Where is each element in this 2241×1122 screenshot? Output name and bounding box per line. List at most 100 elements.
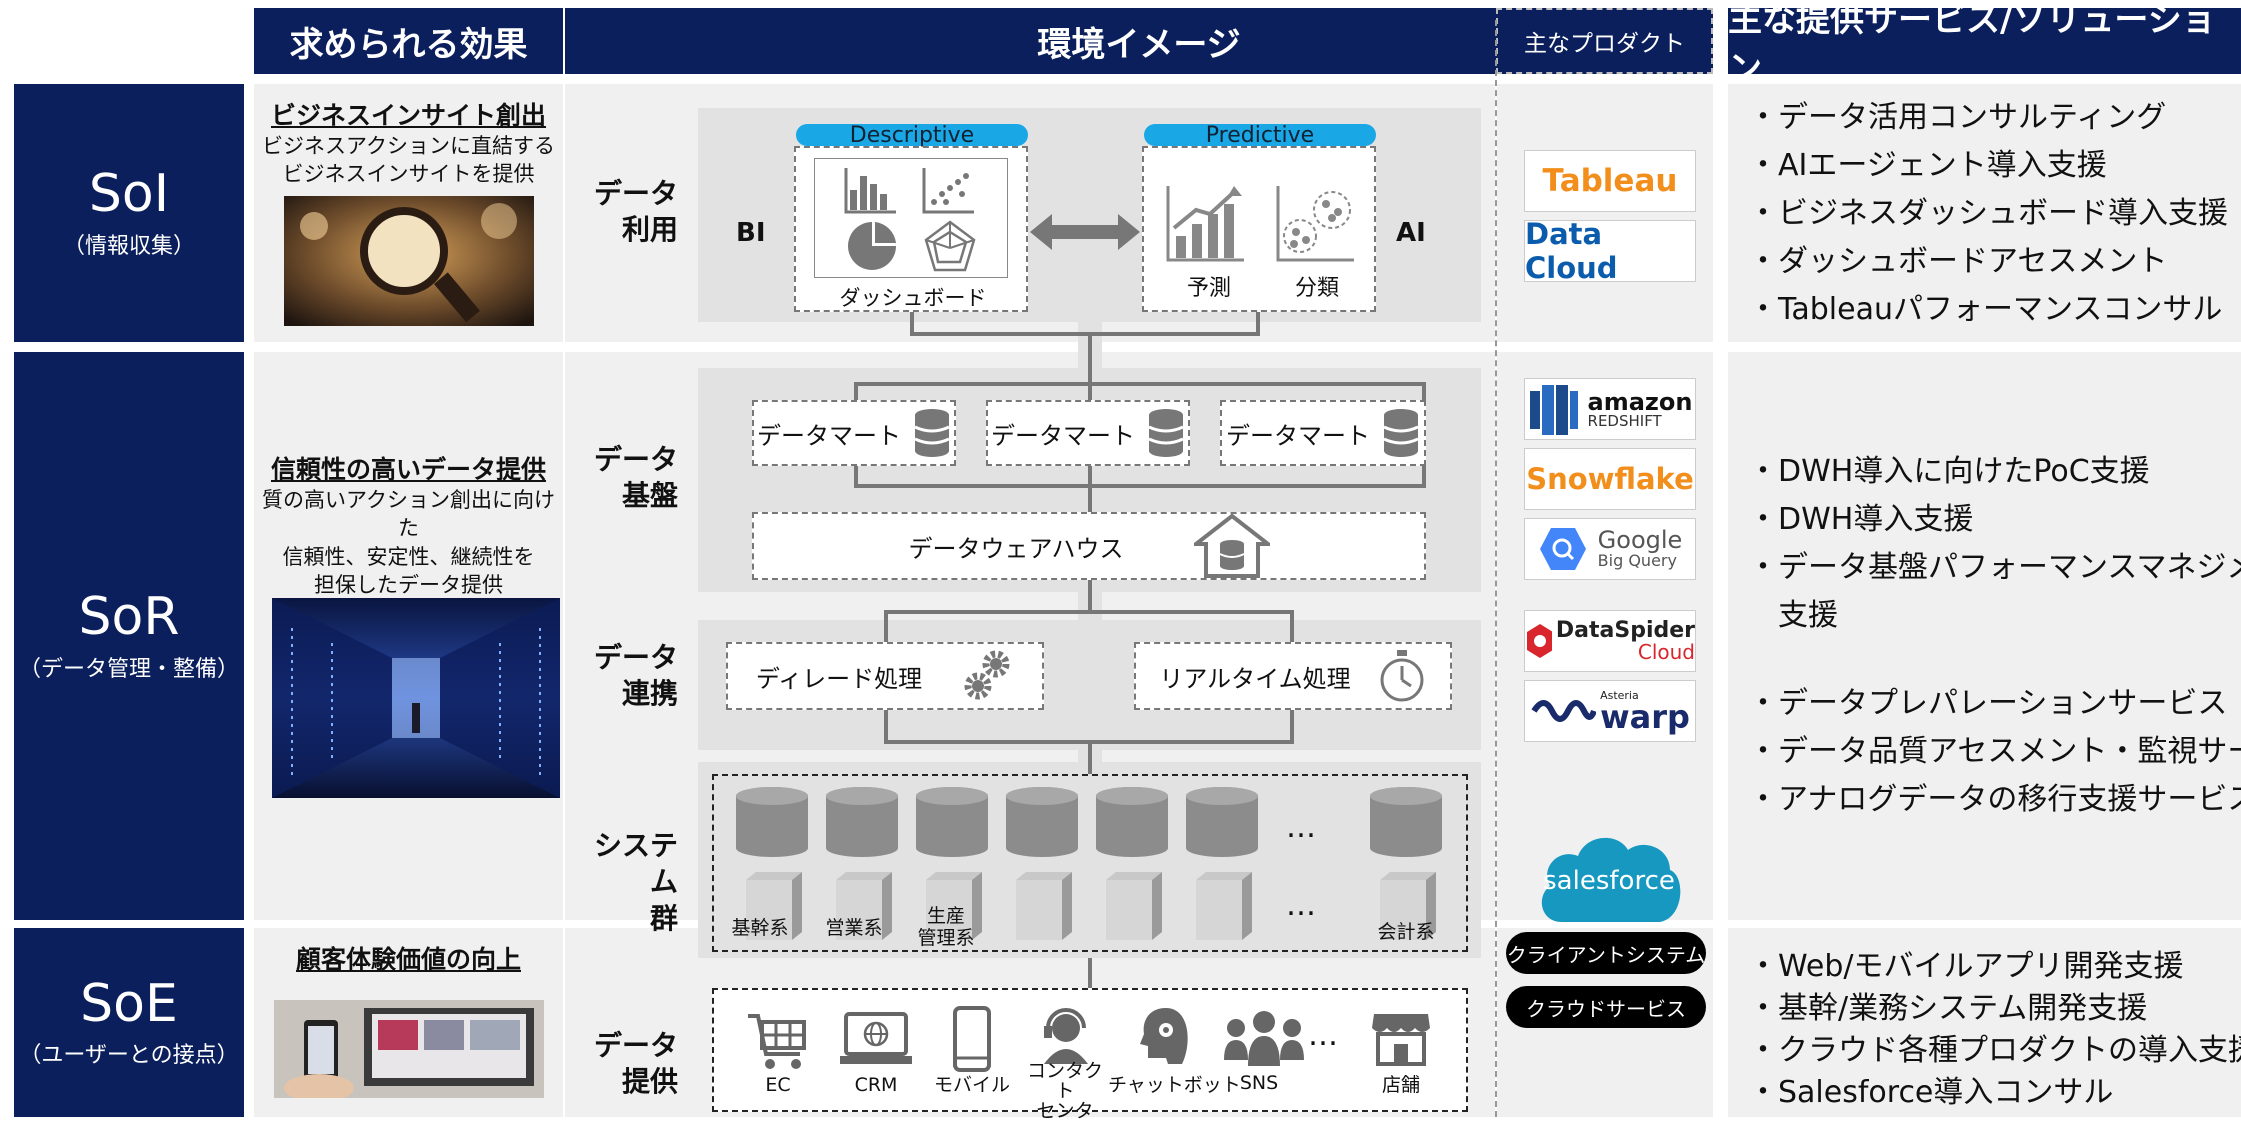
products-divider (1495, 20, 1497, 1117)
system-label-core: 基幹系 (731, 917, 789, 939)
services-header: 主な提供サービス/ソリューション (1728, 0, 2241, 89)
forecast-label: 予測 (1186, 276, 1231, 301)
system-label-accounting: 会計系 (1377, 921, 1435, 943)
dashboard-frame (814, 158, 1008, 278)
service-item: ・Tableauパフォーマンスコンサル (1748, 292, 2223, 327)
dataspider-icon (1527, 624, 1552, 658)
row-label-provision: データ 提供 (593, 1029, 678, 1099)
salesforce-logo: salesforce (1534, 826, 1684, 930)
datamart-1-label: データマート (757, 421, 901, 450)
environment-header-label: 環境イメージ (1037, 24, 1241, 65)
asteria-warp-logo: Asteria warp (1524, 680, 1696, 742)
systems-db-ellipsis: … (1286, 810, 1318, 845)
datamart-3-label: データマート (1226, 421, 1370, 450)
system-db-icon (736, 787, 808, 857)
descriptive-tag: Descriptive (796, 123, 1028, 148)
tier-soi-subtitle: （情報収集） (62, 233, 195, 259)
services-sor-list-a: ・DWH導入に向けたPoC支援 ・DWH導入支援 ・データ基盤パフォーマンスマネ… (1748, 448, 2241, 640)
predictive-tag: Predictive (1144, 123, 1376, 148)
salesforce-cloud-icon (1541, 837, 1681, 922)
client-system-pill: クライアントシステム (1506, 932, 1706, 974)
salesforce-text: salesforce (1543, 866, 1675, 896)
effect-sor-desc-3: 担保したデータ提供 (314, 573, 503, 598)
database-icon (914, 409, 950, 457)
provision-label-sns: SNS (1239, 1072, 1279, 1094)
services-header-label: 主な提供サービス/ソリューション (1728, 0, 2216, 89)
database-icon (1383, 409, 1419, 457)
effect-soe-title: 顧客体験価値の向上 (295, 945, 521, 974)
service-item: ・Web/モバイルアプリ開発支援 (1748, 949, 2184, 984)
server-cube-icon (836, 872, 892, 940)
warp-text: warp (1600, 697, 1690, 736)
dataspider-text: DataSpider (1555, 618, 1695, 643)
classification-icon (1276, 186, 1354, 262)
datamart-2-label: データマート (991, 421, 1135, 450)
tier-soe-title: SoE (80, 973, 178, 1034)
bigquery-icon (1539, 528, 1586, 570)
services-soi-list: ・データ活用コンサルティング ・AIエージェント導入支援 ・ビジネスダッシュボー… (1748, 94, 2241, 334)
service-item: 支援 (1748, 598, 1838, 633)
radar-chart-icon (924, 220, 976, 272)
datacloud-logo: Data Cloud (1524, 217, 1696, 285)
service-item: ・データプレパレーションサービス (1748, 686, 2228, 721)
row-label-integration: データ 連携 (593, 641, 678, 711)
tier-sor: SoR （データ管理・整備） (14, 352, 244, 920)
datamart-2: データマート (986, 400, 1190, 466)
provision-label-mobile: モバイル (933, 1074, 1010, 1096)
cart-icon (748, 1014, 806, 1069)
row-label-usage: データ 利用 (593, 177, 678, 247)
headset-icon (1044, 1008, 1088, 1064)
store-icon (1372, 1014, 1430, 1066)
people-icon (1224, 1011, 1304, 1066)
amazon-text: amazon (1587, 387, 1693, 416)
system-db-icon (1186, 787, 1258, 857)
snowflake-logo-text: Snowflake (1526, 462, 1694, 496)
tier-sor-title: SoR (78, 587, 180, 648)
server-cube-icon (746, 872, 802, 940)
monitor-icon (840, 1012, 912, 1064)
predictive-box: 予測 分類 (1142, 146, 1376, 312)
datamart-3: データマート (1220, 400, 1426, 466)
services-soe: ・Web/モバイルアプリ開発支援 ・基幹/業務システム開発支援 ・クラウド各種プ… (1728, 928, 2241, 1117)
system-db-icon (1006, 787, 1078, 857)
system-db-icon (826, 787, 898, 857)
effect-sor-title: 信頼性の高いデータ提供 (270, 455, 546, 484)
effect-soi-title: ビジネスインサイト創出 (270, 101, 546, 130)
server-cube-icon (1106, 872, 1162, 940)
data-warehouse: データウェアハウス (752, 512, 1426, 580)
scatter-icon (922, 168, 974, 214)
server-cube-icon (1380, 872, 1436, 940)
google-text: Google (1597, 526, 1683, 554)
effect-sor-desc-1: 質の高いアクション創出に向けた (262, 488, 555, 541)
effects-header: 求められる効果 (254, 8, 563, 74)
database-icon (1148, 409, 1184, 457)
bi-label: BI (736, 218, 766, 248)
warp-icon (1531, 700, 1597, 722)
tier-soi-title: SoI (88, 164, 170, 225)
provision-label-contact-center: コンタクト センタ (1026, 1060, 1103, 1122)
service-item: ・基幹/業務システム開発支援 (1748, 991, 2148, 1026)
services-sor-list-b: ・データプレパレーションサービス ・データ品質アセスメント・監視サービス ・アナ… (1748, 680, 2241, 824)
systems-server-ellipsis: … (1286, 888, 1318, 923)
row-label-platform: データ 基盤 (593, 443, 678, 513)
client-system-label: クライアントシステム (1506, 942, 1706, 967)
provision-label-ec: EC (765, 1074, 791, 1096)
row-label-systems: システム 群 (593, 829, 678, 935)
effect-sor-panel: 信頼性の高いデータ提供 質の高いアクション創出に向けた 信頼性、安定性、継続性を… (254, 352, 563, 920)
snowflake-logo: Snowflake (1524, 448, 1696, 510)
gears-icon (964, 650, 1010, 700)
effect-soi-panel: ビジネスインサイト創出 ビジネスアクションに直結する ビジネスインサイトを提供 (254, 84, 563, 342)
datamart-1: データマート (752, 400, 956, 466)
effect-soi-desc-1: ビジネスアクションに直結する (262, 134, 555, 158)
provision-ellipsis: … (1308, 1018, 1340, 1053)
service-item: ・DWH導入支援 (1748, 502, 1974, 537)
realtime-processing: リアルタイム処理 (1134, 642, 1452, 710)
provision-label-chatbot: チャットボット (1108, 1074, 1241, 1096)
dashboard-label: ダッシュボード (839, 286, 987, 310)
server-cube-icon (1196, 872, 1252, 940)
effect-soe-panel: 顧客体験価値の向上 (254, 928, 563, 1117)
mobile-icon (953, 1006, 991, 1072)
tableau-logo-text: Tableau (1542, 163, 1678, 199)
products-header: 主なプロダクト (1496, 8, 1713, 74)
bidirectional-arrow-icon (1030, 214, 1140, 250)
